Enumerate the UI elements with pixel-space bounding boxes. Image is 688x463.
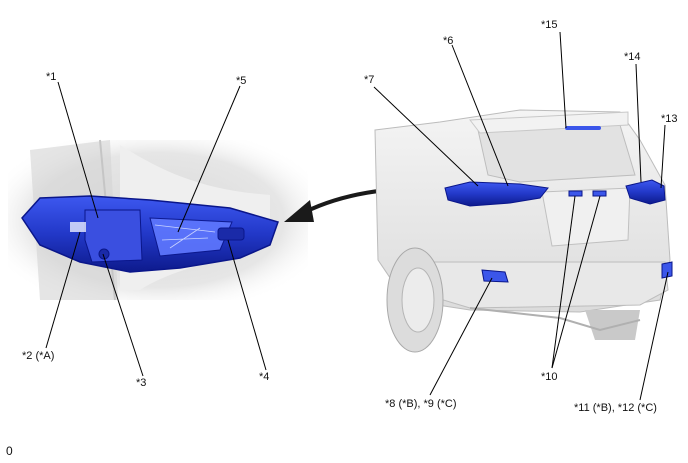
leader-6 <box>451 44 509 187</box>
lamp-inner-section <box>84 209 143 263</box>
leader-5 <box>177 85 241 233</box>
enlarged-rear-combination-lamp-view <box>8 139 308 301</box>
rear-reflector-left <box>481 269 509 283</box>
vehicle-rear-view <box>374 109 673 353</box>
arrow-head <box>284 200 314 222</box>
lens-reflector-lines <box>154 224 216 249</box>
leader-1 <box>57 81 99 219</box>
leader-3 <box>102 253 144 377</box>
callout-13: *13 <box>661 113 678 125</box>
back-door-panel <box>541 187 631 247</box>
rear-window <box>477 124 636 183</box>
callout-1: *1 <box>46 71 56 83</box>
callout-8-9: *8 (*B), *9 (*C) <box>385 398 457 410</box>
leader-11-12 <box>639 271 669 401</box>
callout-4: *4 <box>259 371 269 383</box>
left-rear-wheel-hub <box>401 267 435 333</box>
rear-bumper <box>419 261 669 309</box>
leader-10a <box>551 195 576 369</box>
callout-11-12: *11 (*B), *12 (*C) <box>574 402 657 414</box>
leader-8-9 <box>429 277 493 396</box>
callout-5: *5 <box>236 75 246 87</box>
leader-14 <box>635 63 642 183</box>
leader-15 <box>559 31 567 129</box>
side-marker-reflector <box>70 222 86 232</box>
illustration-code: 0 <box>6 444 13 458</box>
callout-14: *14 <box>624 51 641 63</box>
vehicle-rear-lamp-right <box>625 179 666 205</box>
leader-13 <box>660 124 666 189</box>
callout-3: *3 <box>136 377 146 389</box>
right-rear-wheel <box>585 310 640 340</box>
license-lamp-left <box>568 190 583 197</box>
callout-labels: *1 *2 (*A) *3 *4 *5 *6 *7 *8 (*B), *9 (*… <box>22 19 678 414</box>
callout-15: *15 <box>541 19 558 31</box>
tail-lamp-lens <box>149 217 233 257</box>
bulb-socket <box>98 248 110 260</box>
callout-6: *6 <box>443 35 453 47</box>
leader-2 <box>45 231 81 349</box>
license-lamp-right <box>592 190 607 197</box>
callout-10: *10 <box>541 371 558 383</box>
leader-7 <box>373 86 479 187</box>
callout-7: *7 <box>364 74 374 86</box>
leader-10b <box>551 195 601 369</box>
underbody-exhaust <box>469 307 641 332</box>
lamp-outer-section <box>217 227 245 241</box>
roof-spoiler <box>469 111 629 134</box>
high-mounted-stop-lamp <box>565 126 601 130</box>
leader-4 <box>227 239 267 371</box>
callout-2: *2 (*A) <box>22 350 54 362</box>
rear-reflector-right <box>661 261 673 279</box>
leader-lines <box>45 31 669 401</box>
vehicle-rear-lamp-left <box>444 181 549 207</box>
